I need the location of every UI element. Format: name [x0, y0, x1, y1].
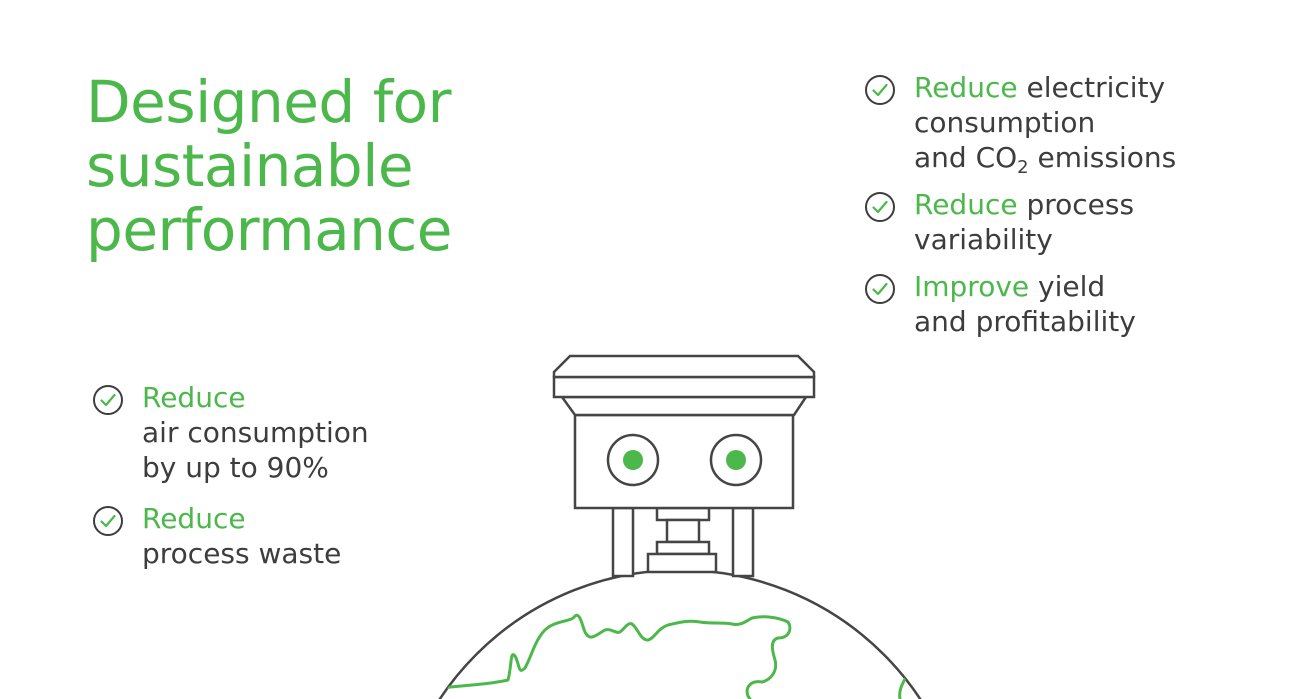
benefit-text: process waste — [142, 537, 342, 570]
benefit-accent-word: Improve — [914, 270, 1030, 303]
benefit-text: electricity — [1017, 71, 1166, 104]
check-circle-icon — [93, 506, 123, 536]
check-circle-icon — [865, 75, 895, 105]
headline-line-2: sustainable — [86, 132, 414, 200]
benefits-list-left: Reduce air consumption by up to 90% Redu… — [92, 380, 369, 587]
check-circle-icon — [865, 274, 895, 304]
headline-line-1: Designed for — [86, 68, 451, 136]
benefit-air-consumption: Reduce air consumption by up to 90% — [92, 380, 369, 485]
benefit-accent-word: Reduce — [142, 502, 246, 535]
benefit-electricity: Reduce electricity consumption and CO2 e… — [864, 70, 1177, 178]
benefit-text: yield — [1029, 270, 1106, 303]
headline: Designed for sustainable performance — [86, 70, 452, 262]
benefit-accent-word: Reduce — [142, 381, 246, 414]
benefit-text: and CO — [914, 141, 1018, 174]
benefit-text: air consumption — [142, 416, 369, 449]
benefits-list-right: Reduce electricity consumption and CO2 e… — [864, 70, 1176, 351]
benefit-text: and profitability — [914, 305, 1136, 338]
subscript-2: 2 — [1017, 157, 1029, 178]
headline-line-3: performance — [86, 196, 452, 264]
check-circle-icon — [93, 385, 123, 415]
benefit-text: emissions — [1028, 141, 1177, 174]
benefit-accent-word: Reduce — [914, 188, 1018, 221]
benefit-text: consumption — [914, 106, 1096, 139]
right-eye-pupil — [726, 450, 746, 470]
globe-illustration — [438, 568, 922, 699]
benefit-text: variability — [914, 223, 1053, 256]
benefit-process-waste: Reduce process waste — [92, 501, 369, 571]
benefit-accent-word: Reduce — [914, 71, 1018, 104]
benefit-variability: Reduce process variability — [864, 187, 1176, 257]
benefit-yield: Improve yield and profitability — [864, 269, 1176, 339]
benefit-text: by up to 90% — [142, 451, 329, 484]
robot-sensor-illustration — [552, 354, 816, 578]
left-eye-pupil — [623, 450, 643, 470]
check-circle-icon — [865, 192, 895, 222]
benefit-text: process — [1017, 188, 1135, 221]
